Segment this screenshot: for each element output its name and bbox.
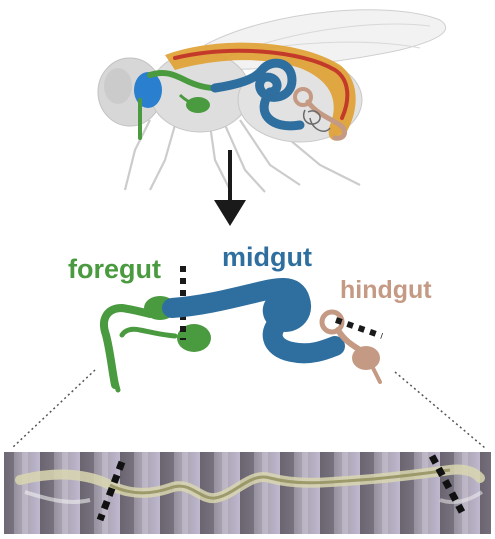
gut-schematic [100,266,383,393]
fat-body [165,42,356,141]
boundary-midgut-hindgut [335,317,383,339]
midgut-region [162,278,345,364]
fly-midgut [210,58,305,131]
label-foregut: foregut [68,254,161,284]
rectum [352,346,380,370]
dissected-gut-micrograph [4,452,491,534]
label-hindgut: hindgut [340,276,432,304]
zoom-guide-left [11,369,96,449]
label-midgut: midgut [222,242,312,272]
micrograph-boundary-left [96,460,126,522]
down-arrow-icon [214,150,246,226]
dorsal-vessel [173,48,350,120]
fly-hindgut [305,99,348,141]
micrograph-boundary-right [428,454,466,514]
fly-foregut [147,69,218,91]
zoom-guide-right [394,371,486,449]
hindgut-region [319,309,382,384]
fly-legs [123,114,361,193]
fly-illustration [97,9,447,193]
